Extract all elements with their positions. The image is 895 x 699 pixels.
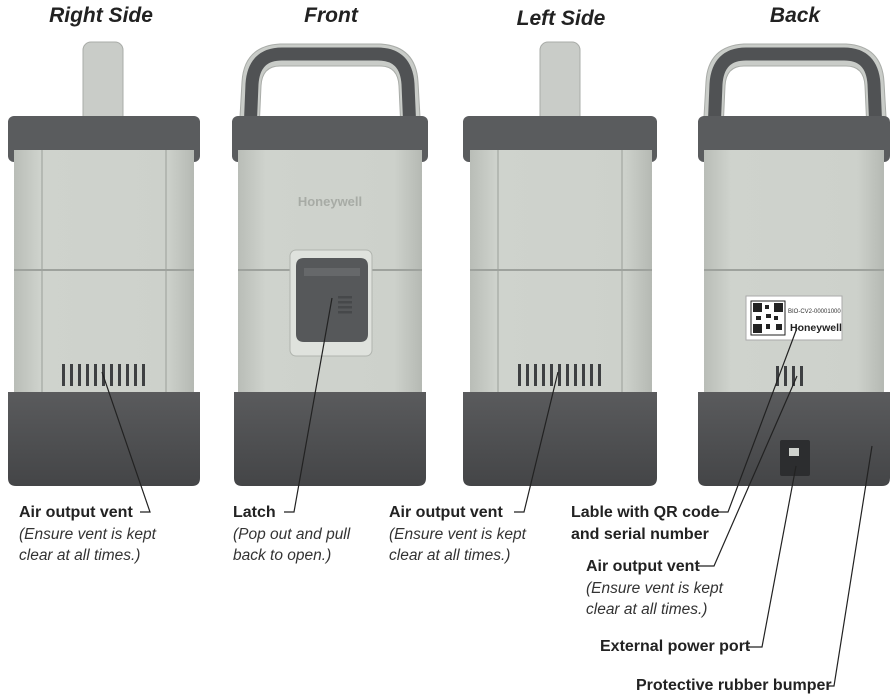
view-title-back: Back [769,4,821,27]
callout-note: clear at all times.) [19,547,141,564]
callout-label: Air output vent [389,504,503,521]
callout-note: (Ensure vent is kept [586,580,723,597]
callout-back-vent: Air output vent (Ensure vent is kept cle… [586,556,723,620]
air-output-vent [518,364,601,386]
qr-serial-label: BIO-CV2-00001000 Honeywell [745,295,843,341]
callout-left-vent: Air output vent (Ensure vent is kept cle… [389,502,526,566]
rubber-bumper [463,392,657,486]
callout-label: Lable with QR code [571,504,720,521]
brand-logo: Honeywell [790,322,842,334]
callout-label: Air output vent [586,558,700,575]
callout-label: and serial number [571,526,709,543]
callout-label: Protective rubber bumper [636,677,832,694]
serial-number: BIO-CV2-00001000 [788,309,841,315]
rubber-bumper [234,392,426,486]
external-power-port [780,440,810,476]
callout-label: Air output vent [19,504,133,521]
back-view: BIO-CV2-00001000 Honeywell [698,43,890,486]
callout-latch: Latch (Pop out and pull back to open.) [233,502,350,566]
left-side-view [463,41,657,486]
qr-code-icon [750,300,786,336]
callout-qr-label: Lable with QR code and serial number [571,502,719,546]
callout-bumper: Protective rubber bumper [636,675,832,697]
view-title-front: Front [304,4,358,27]
callout-note: clear at all times.) [586,601,708,618]
callout-note: clear at all times.) [389,547,511,564]
callout-note: (Ensure vent is kept [19,526,156,543]
callout-note: back to open.) [233,547,332,564]
callout-label: External power port [600,638,751,655]
front-view: Honeywell [232,43,428,486]
body [704,150,884,395]
brand-logo: Honeywell [298,194,362,209]
callout-note: (Pop out and pull [233,526,351,543]
callout-right-vent: Air output vent (Ensure vent is kept cle… [19,502,156,566]
handle-grip [707,47,883,139]
body [14,150,194,395]
leader-lines [101,297,873,687]
air-output-vent [776,366,803,386]
view-title-right-side: Right Side [49,4,153,27]
body [470,150,652,395]
callout-note: (Ensure vent is kept [389,526,526,543]
view-title-left-side: Left Side [516,7,606,30]
right-side-view [8,41,200,486]
handle-grip [243,47,417,139]
callout-power-port: External power port [600,636,750,658]
callout-label: Latch [233,504,276,521]
rubber-bumper [8,392,200,486]
